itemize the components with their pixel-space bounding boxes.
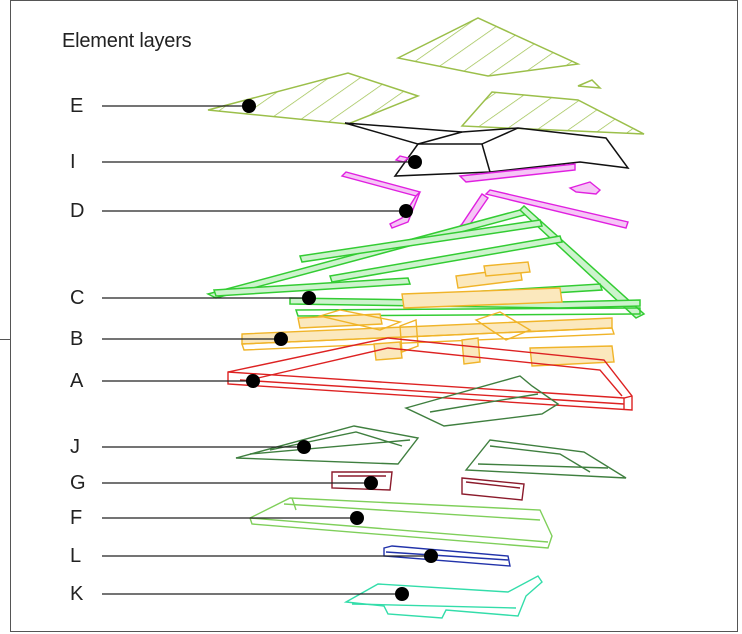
layer-b-shapes [241, 261, 615, 367]
layer-dot-e [242, 99, 256, 113]
leader-dots [242, 99, 438, 601]
diagram-title: Element layers [62, 30, 192, 52]
layer-e-shapes [207, 17, 645, 135]
layer-dot-k [395, 587, 409, 601]
layer-dot-b [274, 332, 288, 346]
layer-label-j: J [70, 436, 80, 458]
layer-label-g: G [70, 472, 86, 494]
layer-f-shapes [249, 497, 553, 549]
layer-label-i: I [70, 151, 76, 173]
layer-label-c: C [70, 287, 85, 309]
layer-dot-l [424, 549, 438, 563]
layer-dot-i [408, 155, 422, 169]
layer-label-e: E [70, 95, 84, 117]
layer-dot-d [399, 204, 413, 218]
layer-label-d: D [70, 200, 85, 222]
layer-dot-a [246, 374, 260, 388]
layer-dot-g [364, 476, 378, 490]
frame-edge-tick [0, 339, 10, 340]
layer-l-shapes [383, 545, 511, 567]
layer-a-shapes [227, 337, 633, 411]
layer-label-b: B [70, 328, 84, 350]
layer-label-l: L [70, 545, 82, 567]
layer-label-f: F [70, 507, 83, 529]
layer-dot-f [350, 511, 364, 525]
layer-d-shapes [340, 155, 629, 231]
layer-label-a: A [70, 370, 84, 392]
leader-lines [102, 105, 431, 595]
layer-dot-c [302, 291, 316, 305]
layer-dot-j [297, 440, 311, 454]
layer-k-shapes [343, 575, 543, 619]
layer-g-shapes [331, 471, 525, 501]
layer-label-k: K [70, 583, 84, 605]
layer-c-shapes [205, 204, 646, 319]
